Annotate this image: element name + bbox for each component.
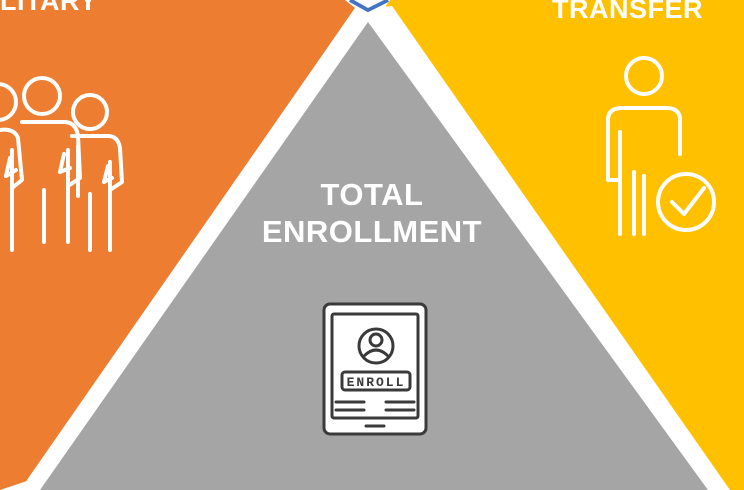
left-section-shape (0, 0, 355, 490)
top-connector-fill (354, 0, 384, 8)
right-divider (372, 6, 730, 490)
center-section-shape (40, 22, 708, 490)
total-enrollment-line2: ENROLLMENT (261, 214, 483, 249)
transfer-section-title: TRANSFER (552, 0, 703, 24)
total-enrollment-line1: TOTAL (320, 177, 424, 212)
military-section-title: LITARY (0, 0, 98, 16)
left-divider (20, 8, 372, 490)
enrollment-form-icon: ENROLL (322, 302, 428, 436)
enroll-form-label: ENROLL (347, 375, 406, 390)
person-checkmark-icon (606, 56, 716, 236)
total-enrollment-title: TOTAL ENROLLMENT (222, 176, 522, 250)
top-connector-arc (349, 0, 389, 13)
group-of-people-icon (0, 76, 124, 252)
